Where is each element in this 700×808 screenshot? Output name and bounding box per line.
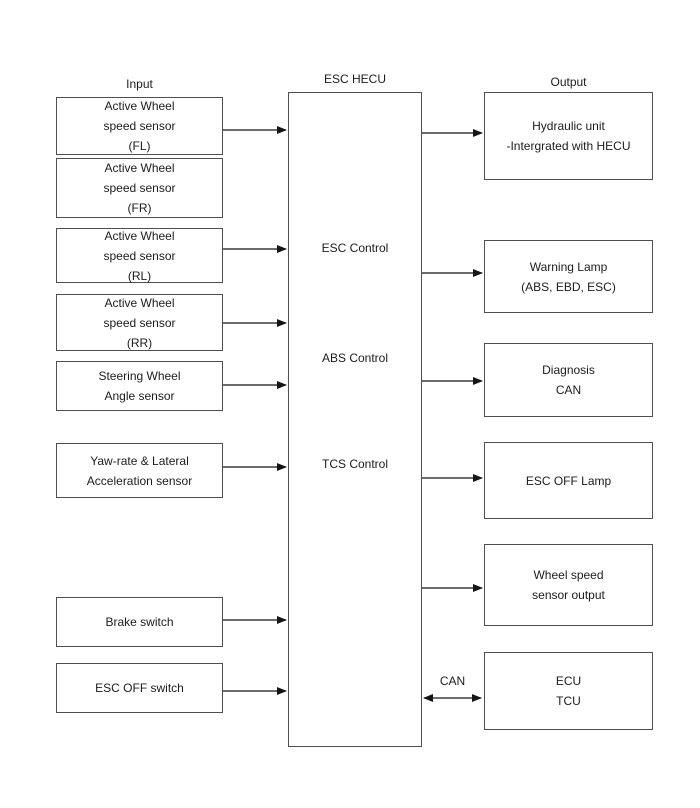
text-line: speed sensor <box>103 181 176 195</box>
output-column-label: Output <box>550 75 587 89</box>
text-line: Active Wheel <box>104 228 175 243</box>
text-line: TCU <box>556 694 581 708</box>
text-line: sensor output <box>532 588 605 602</box>
text-line: Brake switch <box>105 615 174 629</box>
text-line: speed sensor <box>103 315 176 330</box>
hecu-title-label: ESC HECU <box>323 72 386 86</box>
input-box-wheel-speed-sensor-fr: Active Wheel speed sensor (FR) <box>56 158 223 218</box>
hecu-box <box>288 92 422 747</box>
input-box-wheel-speed-sensor-fl: Active Wheel speed sensor (FL) <box>56 97 223 155</box>
text-line: -Intergrated with HECU <box>506 139 631 153</box>
text-line: CAN <box>555 383 582 397</box>
text-line: Angle sensor <box>104 389 175 403</box>
text-line: (ABS, EBD, ESC) <box>521 279 616 294</box>
text-line: Hydraulic unit <box>532 119 605 133</box>
text-line: Yaw-rate & Lateral <box>90 453 189 468</box>
output-box-hydraulic-unit: Hydraulic unit -Intergrated with HECU <box>484 92 653 180</box>
text-line: Wheel speed <box>533 568 604 582</box>
text-line: speed sensor <box>103 119 176 133</box>
input-box-brake-switch: Brake switch <box>56 597 223 647</box>
text-line: (RR) <box>126 335 153 350</box>
text-line: Acceleration sensor <box>86 473 193 488</box>
text-line: speed sensor <box>103 248 176 263</box>
hecu-function-abs-control: ABS Control <box>321 351 389 365</box>
output-box-esc-off-lamp: ESC OFF Lamp <box>484 442 653 519</box>
output-box-diagnosis-can: Diagnosis CAN <box>484 343 653 417</box>
text-line: Steering Wheel <box>98 369 181 383</box>
text-line: (FR) <box>127 201 152 215</box>
text-line: Active Wheel <box>104 161 175 175</box>
can-bus-label: CAN <box>439 674 466 688</box>
input-box-wheel-speed-sensor-rr: Active Wheel speed sensor (RR) <box>56 294 223 351</box>
text-line: Warning Lamp <box>529 259 608 274</box>
text-line: ESC OFF switch <box>95 681 184 695</box>
input-box-wheel-speed-sensor-rl: Active Wheel speed sensor (RL) <box>56 228 223 283</box>
hecu-function-tcs-control: TCS Control <box>321 457 389 471</box>
output-box-wheel-speed-sensor-output: Wheel speed sensor output <box>484 544 653 626</box>
input-box-yaw-rate-sensor: Yaw-rate & Lateral Acceleration sensor <box>56 443 223 498</box>
text-line: (FL) <box>128 139 151 153</box>
text-line: Active Wheel <box>104 99 175 113</box>
text-line: Active Wheel <box>104 295 175 310</box>
input-box-esc-off-switch: ESC OFF switch <box>56 663 223 713</box>
output-box-warning-lamp: Warning Lamp (ABS, EBD, ESC) <box>484 240 653 313</box>
text-line: (RL) <box>127 268 152 283</box>
input-column-label: Input <box>126 77 153 91</box>
text-line: ESC OFF Lamp <box>525 473 612 488</box>
output-box-ecu-tcu: ECU TCU <box>484 652 653 730</box>
text-line: ECU <box>555 674 582 688</box>
hecu-function-esc-control: ESC Control <box>321 241 389 255</box>
input-box-steering-angle-sensor: Steering Wheel Angle sensor <box>56 361 223 411</box>
text-line: Diagnosis <box>542 363 595 377</box>
